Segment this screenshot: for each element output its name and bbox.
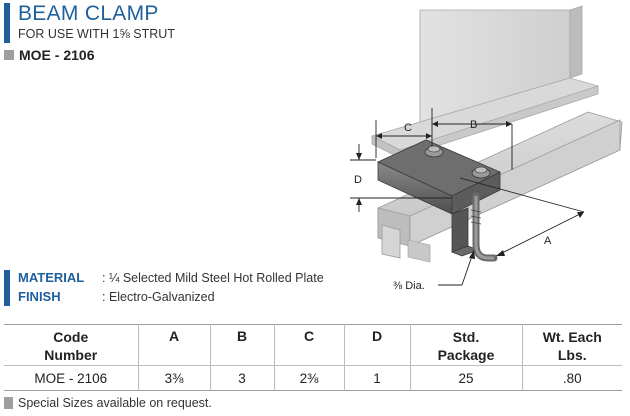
beam-clamp-illustration: C B D A ⅜ Dia. — [350, 5, 623, 292]
header-code: Code Number — [4, 325, 138, 366]
footnote-row: Special Sizes available on request. — [4, 396, 212, 410]
header-package-line1: Std. — [452, 329, 480, 345]
header-c: C — [273, 324, 344, 366]
footnote-text: Special Sizes available on request. — [18, 396, 212, 410]
footnote-marker — [4, 397, 13, 409]
header-weight-line2: Lbs. — [557, 347, 587, 363]
page-title: BEAM CLAMP — [18, 2, 159, 25]
finish-value: : Electro-Galvanized — [102, 290, 215, 304]
cell-b: 3 — [209, 365, 274, 391]
finish-row: FINISH : Electro-Galvanized — [18, 289, 215, 304]
bolt-diameter-label: ⅜ Dia. — [393, 280, 425, 292]
dim-label-c: C — [404, 122, 412, 134]
model-marker — [4, 50, 14, 60]
model-number: MOE - 2106 — [19, 47, 95, 63]
dim-label-b: B — [470, 119, 477, 131]
table-header-row: Code Number A B C D Std. Package Wt. Eac… — [4, 324, 622, 366]
dim-label-d: D — [354, 174, 362, 186]
header-weight-line1: Wt. Each — [542, 329, 602, 345]
page-subtitle: FOR USE WITH 1⅝ STRUT — [18, 27, 175, 41]
clamp-body — [377, 139, 501, 257]
model-row: MOE - 2106 — [4, 47, 94, 63]
cell-package: 25 — [409, 365, 522, 391]
cell-d: 1 — [343, 365, 410, 391]
header-code-line1: Code — [53, 329, 89, 345]
cell-code: MOE - 2106 — [34, 370, 108, 386]
header-package-line2: Package — [437, 347, 495, 363]
header-code-line2: Number — [44, 347, 98, 363]
header-d: D — [343, 324, 410, 366]
cell-c: 2⅜ — [273, 365, 344, 391]
finish-label: FINISH — [18, 289, 61, 304]
material-label: MATERIAL — [18, 270, 85, 285]
spec-table: Code Number A B C D Std. Package Wt. Eac… — [4, 324, 622, 391]
cell-a: 3⅜ — [137, 365, 210, 391]
dimension-arrows — [356, 121, 584, 259]
header-a: A — [137, 324, 210, 366]
j-bolt — [470, 192, 498, 262]
header-package: Std. Package — [409, 324, 522, 366]
header-b: B — [209, 324, 274, 366]
dimension-lines — [350, 108, 585, 286]
specs-accent-bar — [4, 270, 10, 306]
material-value: : ¼ Selected Mild Steel Hot Rolled Plate — [102, 271, 324, 285]
title-accent-bar — [4, 3, 10, 43]
dim-label-a: A — [544, 235, 552, 247]
header-weight: Wt. Each Lbs. — [521, 324, 622, 366]
material-row: MATERIAL : ¼ Selected Mild Steel Hot Rol… — [18, 270, 324, 285]
table-row: MOE - 2106 3⅜ 3 2⅜ 1 25 .80 — [4, 365, 622, 391]
cell-weight: .80 — [521, 365, 622, 391]
